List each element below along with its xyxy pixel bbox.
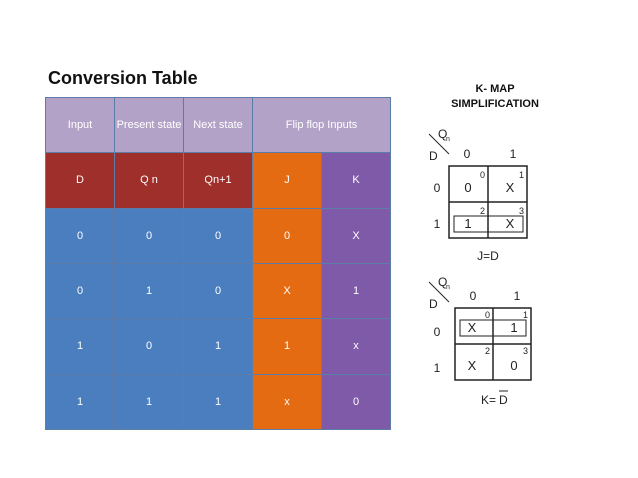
row-header: 1 [434, 361, 441, 375]
table-label-row: D Q n Qn+1 J K [45, 152, 391, 209]
table-row: 1 1 1 x 0 [45, 373, 391, 431]
kmap-title-line2: SIMPLIFICATION [451, 98, 539, 110]
cell-j: 0 [252, 207, 322, 264]
grouping-box [453, 215, 524, 233]
row-var: D [429, 149, 438, 163]
cell-index: 3 [519, 206, 524, 216]
header-flip-flop-inputs: Flip flop Inputs [252, 96, 391, 154]
kmap-diagram: Q n D 0 1 0 1 0 1 2 3 0 X 1 X J=D Q n D … [428, 128, 532, 407]
cell-value: X [506, 180, 515, 195]
col-var-sub: n [446, 284, 450, 291]
cell-value: X [468, 320, 477, 335]
cell-j: X [252, 262, 322, 320]
cell-qn1: 0 [183, 262, 253, 320]
row-header: 0 [434, 325, 441, 339]
col-var: Q [438, 128, 447, 141]
cell-index: 2 [480, 206, 485, 216]
cell-qn: 1 [114, 373, 184, 431]
kmap-result: J=D [477, 249, 499, 263]
label-qn1: Qn+1 [183, 152, 253, 209]
label-k: K [321, 152, 391, 209]
corner-diagonal [428, 281, 450, 303]
cell-d: 0 [45, 207, 115, 264]
col-header: 0 [470, 289, 477, 303]
table-row: 0 0 0 0 X [45, 207, 391, 264]
cell-value: X [506, 216, 515, 231]
cell-index: 1 [523, 310, 528, 320]
cell-index: 1 [519, 170, 524, 180]
label-d: D [45, 152, 115, 209]
grouping-box [459, 319, 527, 337]
cell-d: 1 [45, 373, 115, 431]
col-var-sub: n [446, 136, 450, 143]
cell-qn: 0 [114, 318, 184, 375]
row-var: D [429, 297, 438, 311]
cell-value: 1 [464, 216, 471, 231]
cell-value: 0 [510, 358, 517, 373]
page-title: Conversion Table [48, 68, 198, 88]
cell-k: X [321, 207, 391, 264]
label-qn: Q n [114, 152, 184, 209]
kmap-title-line1: K- MAP [475, 83, 515, 95]
cell-k: x [321, 318, 391, 375]
cell-value: X [468, 358, 477, 373]
row-header: 0 [434, 181, 441, 195]
cell-k: 1 [321, 262, 391, 320]
cell-index: 2 [485, 346, 490, 356]
cell-qn1: 0 [183, 207, 253, 264]
kmap-j: Q n D 0 1 0 1 0 1 2 3 0 X 1 X J=D [428, 128, 528, 263]
conversion-table: Input Present state Next state Flip flop… [45, 96, 391, 431]
col-var: Q [438, 275, 447, 289]
cell-d: 0 [45, 262, 115, 320]
kmap-k: Q n D 0 1 0 1 0 1 2 3 X 1 X 0 K= D [428, 275, 532, 407]
cell-d: 1 [45, 318, 115, 375]
cell-value: 0 [464, 180, 471, 195]
cell-qn1: 1 [183, 318, 253, 375]
header-present-state: Present state [114, 96, 184, 154]
cell-value: 1 [510, 320, 517, 335]
header-next-state: Next state [183, 96, 253, 154]
table-row: 0 1 0 X 1 [45, 262, 391, 320]
cell-qn: 0 [114, 207, 184, 264]
corner-diagonal [428, 133, 450, 155]
col-header: 1 [514, 289, 521, 303]
cell-index: 0 [480, 170, 485, 180]
cell-index: 0 [485, 310, 490, 320]
table-header-row: Input Present state Next state Flip flop… [45, 96, 391, 154]
cell-j: x [252, 373, 322, 431]
kmap-result-prefix: K= [481, 393, 496, 407]
kmap-result-bar-var: D [499, 393, 508, 407]
cell-j: 1 [252, 318, 322, 375]
cell-k: 0 [321, 373, 391, 431]
cell-qn1: 1 [183, 373, 253, 431]
col-header: 1 [510, 147, 517, 161]
table-row: 1 0 1 1 x [45, 318, 391, 375]
header-input: Input [45, 96, 115, 154]
col-header: 0 [464, 147, 471, 161]
label-j: J [252, 152, 322, 209]
cell-qn: 1 [114, 262, 184, 320]
row-header: 1 [434, 217, 441, 231]
kmap-title: K- MAP SIMPLIFICATION [440, 82, 550, 112]
cell-index: 3 [523, 346, 528, 356]
